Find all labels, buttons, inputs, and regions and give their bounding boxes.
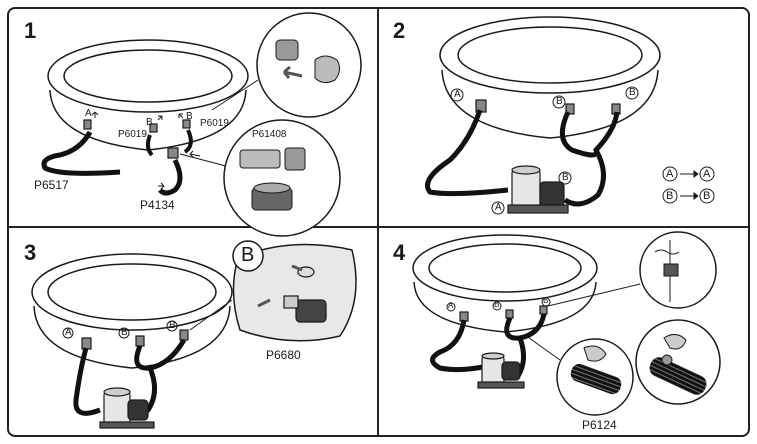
panel-2-legend (662, 166, 715, 204)
panel-4-pump (477, 352, 525, 389)
panel-2-port-b-1: B (556, 96, 563, 107)
panel-2-pool (439, 16, 661, 139)
legend-from-b: B (666, 190, 674, 202)
panel-1-arrows (91, 111, 201, 190)
part-label-p6019-right: P6019 (200, 118, 229, 129)
panel-1-pool (47, 39, 249, 151)
panel-2-port-circles (450, 86, 639, 215)
panel-1-connectors (83, 119, 191, 159)
panel-2-connectors (475, 99, 621, 115)
panel-1-callout-top (256, 12, 362, 118)
panel-2-port-a-pump: A (495, 202, 502, 213)
panel-4-port-circles (446, 297, 551, 312)
panel-4-port-b-1: B (494, 300, 500, 309)
vertical-divider (377, 7, 379, 437)
legend-from-a: A (666, 168, 674, 180)
panel-4-port-b-2: B (543, 296, 549, 305)
step-1-number: 1 (24, 18, 37, 43)
panel-4-connectors (459, 305, 548, 322)
panel-2-port-a-top: A (454, 89, 461, 100)
panel-3-port-circles (62, 320, 178, 339)
panel-2-pump (507, 165, 569, 214)
panel-3-callout-letter-circle (232, 240, 264, 272)
part-label-p6517: P6517 (34, 178, 69, 192)
panel-1-short-hose (158, 158, 183, 196)
step-3-number: 3 (24, 240, 37, 265)
panel-1-hose-right-connector (183, 129, 193, 154)
panel-1-port-b-left: B (146, 117, 153, 128)
panel-1-port-b-right: B (186, 111, 193, 122)
panel-3-hose-a (73, 347, 101, 416)
panel-4-hose-a (430, 319, 489, 373)
panel-2-port-b-2: B (629, 87, 636, 98)
part-label-p6124: P6124 (582, 418, 617, 432)
panel-4-pool (412, 234, 598, 333)
panel-1-port-a: A (85, 108, 92, 119)
panel-1-long-hose (41, 130, 121, 176)
part-label-p6019-left: P6019 (118, 129, 147, 140)
panel-3-pool (31, 253, 233, 369)
legend-to-b: B (703, 190, 711, 202)
part-label-p4134: P4134 (140, 198, 175, 212)
panel-2-hose-a (425, 109, 509, 197)
panel-3-callout-letter: B (241, 244, 255, 266)
step-2-number: 2 (393, 18, 406, 43)
legend-to-a: A (703, 168, 711, 180)
panel-3-port-b-1: B (121, 327, 128, 338)
panel-2-hose-b2 (563, 148, 606, 207)
panel-1-hose-left-connector (145, 134, 154, 157)
panel-2-port-b-pump: B (562, 172, 569, 183)
panel-3-port-a: A (65, 327, 72, 338)
panel-3-port-b-2: B (169, 320, 176, 331)
part-label-p61408: P61408 (252, 129, 287, 140)
panel-3-connectors (81, 329, 189, 350)
panel-4-port-a: A (448, 301, 454, 310)
panel-3-pump (99, 387, 155, 429)
horizontal-divider (7, 226, 750, 228)
panel-4-callout-clamp-right (635, 319, 721, 405)
step-4-number: 4 (393, 240, 406, 265)
part-label-p6680: P6680 (266, 348, 301, 362)
panel-2-hose-b1 (559, 110, 620, 158)
panel-3-strainer (257, 264, 327, 323)
